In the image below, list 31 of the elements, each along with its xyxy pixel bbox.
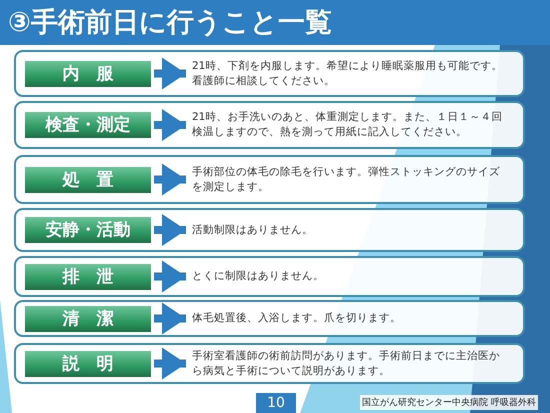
slide-title: ③手術前日に行うこと一覧 [0,0,550,45]
row-panel [14,208,525,252]
row-panel [14,155,525,204]
category-label: 安静・活動 [25,217,151,243]
description-text: 手術室看護師の術前訪問があります。手術前日までに主治医から病気と手術について説明があります。 [192,348,510,378]
row-panel [14,256,525,297]
category-label: 内 服 [25,60,151,86]
arrow [154,214,186,246]
description-text: 体毛処置後、入浴します。爪を切ります。 [192,311,510,326]
arrow [154,302,186,334]
description-text: 活動制限はありません。 [192,222,510,238]
row-panel [14,50,525,97]
row-panel [14,343,525,384]
footer-text: 国立がん研究センター中央病院 呼吸器外科 [360,395,538,410]
page-number: 10 [256,393,296,413]
row-panel [14,101,525,149]
description-text: 21時、下剤を内服します。希望により睡眠薬服用も可能です。看護師に相談してください。 [192,58,510,88]
category-label: 排 泄 [25,264,151,290]
category-label: 処 置 [25,166,151,192]
category-label: 検査・測定 [25,112,151,138]
category-label: 清 潔 [25,306,151,332]
category-label: 説 明 [25,350,151,376]
description-text: 21時、お手洗いのあと、体重測定します。また、１日１～４回検温しますので、熱を測って用紙に記入してください。 [192,110,510,140]
arrow [154,164,186,196]
description-text: 手術部位の体毛の除毛を行います。弾性ストッキングのサイズを測定します。 [192,164,510,194]
arrow [154,260,186,292]
arrow [154,58,186,90]
row-panel [14,300,525,337]
description-text: とくに制限はありません。 [192,269,510,284]
arrow [154,109,186,141]
arrow [154,348,186,380]
